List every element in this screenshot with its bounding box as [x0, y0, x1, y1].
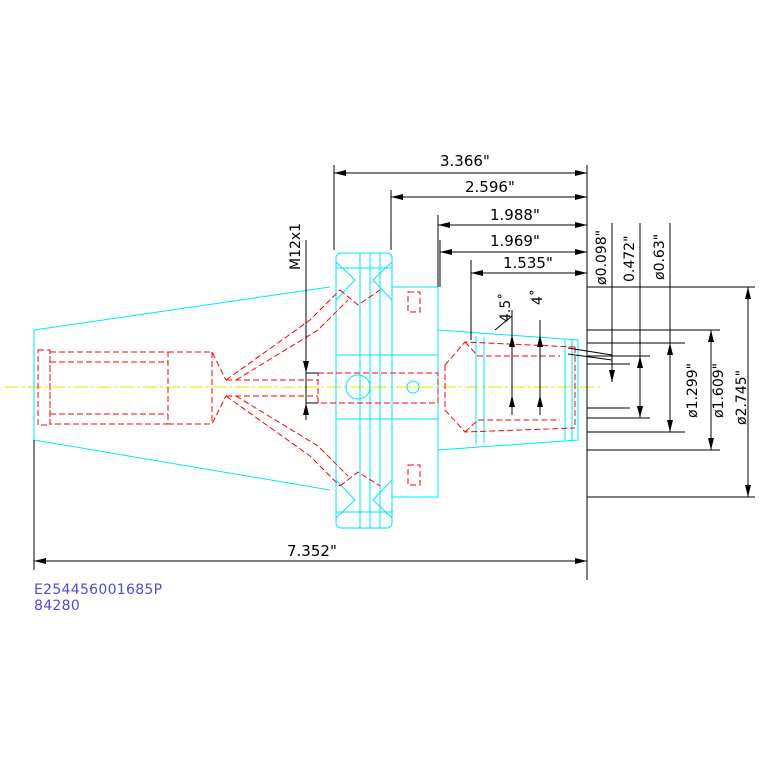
dim-2596: 2.596" [465, 178, 515, 196]
dim-1969: 1.969" [490, 232, 540, 250]
dim-angle-45: 4.5˚ [497, 293, 514, 322]
dim-0098: ø0.098" [594, 230, 610, 285]
dim-0472: 0.472" [622, 235, 638, 282]
dim-1299: ø1.299" [685, 363, 701, 418]
hidden-lines [37, 289, 576, 487]
dim-7352: 7.352" [287, 542, 337, 560]
dim-3366: 3.366" [440, 152, 490, 170]
dim-thread: M12x1 [288, 223, 304, 270]
part-code: 84280 [34, 598, 81, 614]
dim-1609: ø1.609" [711, 363, 727, 418]
dim-2745: ø2.745" [734, 370, 750, 425]
dim-063: ø0.63" [652, 234, 668, 280]
dimension-lines [33, 165, 755, 580]
dim-1535: 1.535" [503, 254, 553, 272]
dim-1988: 1.988" [490, 206, 540, 224]
arrowheads [34, 170, 751, 564]
part-number: E254456001685P [34, 582, 163, 598]
dim-angle-4: 4˚ [529, 289, 546, 305]
